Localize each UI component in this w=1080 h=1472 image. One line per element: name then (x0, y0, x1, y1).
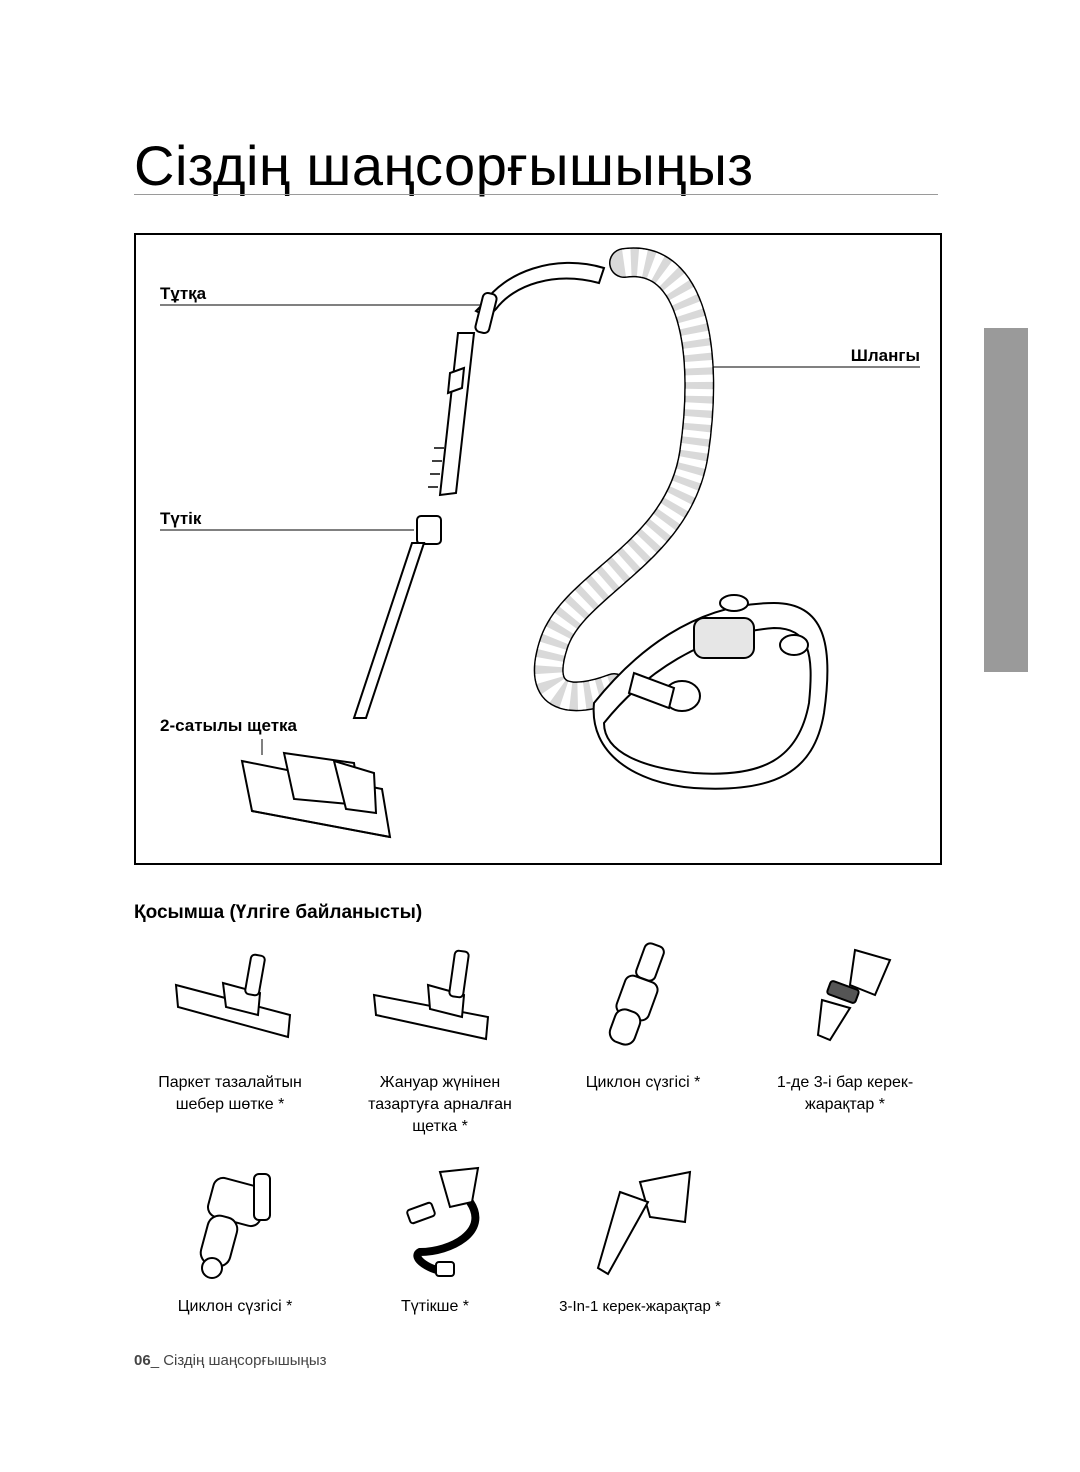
vacuum-cleaner-illustration: Тұтқа Шлангы Түтік 2-сатылы щетка (160, 247, 920, 839)
accessory-caption-three-in-one: 1-де 3-і бар керек- жарақтар * (750, 1072, 940, 1116)
caption-line: шебер шөтке * (175, 1096, 285, 1113)
page-title: Сіздің шаңсорғышыңыз (134, 134, 754, 197)
accessory-caption-parquet-brush: Паркет тазалайтын шебер шөтке * (130, 1072, 330, 1116)
cyclone-filter-icon (608, 942, 665, 1046)
canister-body-icon (592, 594, 829, 790)
callout-leader-lines (160, 304, 920, 755)
vacuum-diagram-frame (134, 233, 942, 865)
footer-section-title: Сіздің шаңсорғышыңыз (163, 1352, 327, 1369)
accessories-heading: Қосымша (Үлгіге байланысты) (134, 902, 423, 923)
pipe-slider-marks (428, 447, 444, 488)
brush-label: 2-сатылы щетка (160, 716, 298, 735)
pipe-icon (352, 261, 606, 719)
caption-line: Түтікше * (400, 1298, 470, 1315)
page-footer: 06_ Сіздің шаңсорғышыңыз (134, 1352, 326, 1369)
short-hose-icon (406, 1166, 480, 1277)
caption-line: щетка * (412, 1118, 468, 1135)
accessory-caption-cyclone-filter-2: Циклон сүзгісі * (140, 1296, 330, 1318)
three-in-one-tool-2-icon (596, 1170, 692, 1276)
handle-label: Тұтқа (160, 284, 207, 303)
parquet-brush-icon (174, 953, 292, 1039)
hose-icon (533, 247, 715, 712)
title-divider (134, 194, 938, 195)
three-in-one-tool-icon (816, 948, 892, 1042)
accessory-caption-cyclone-filter: Циклон сүзгісі * (548, 1072, 738, 1094)
footer-separator: _ (150, 1352, 164, 1369)
accessory-caption-three-in-one-2: 3-In-1 керек-жарақтар * (530, 1296, 750, 1318)
caption-line: жарақтар * (804, 1096, 885, 1113)
caption-line: Циклон сүзгісі * (177, 1298, 293, 1315)
section-side-tab (984, 328, 1028, 672)
caption-line: Циклон сүзгісі * (585, 1074, 701, 1091)
pet-hair-brush-icon (372, 949, 490, 1041)
caption-line: 1-де 3-і бар керек- (776, 1074, 914, 1091)
accessory-caption-short-hose: Түтікше * (350, 1296, 520, 1318)
floor-brush-icon (240, 751, 392, 839)
page-number: 06 (134, 1352, 151, 1369)
cyclone-filter-2-icon (199, 1173, 271, 1279)
accessory-caption-pet-brush: Жануар жүнінен тазартуға арналған щетка … (340, 1072, 540, 1138)
hose-label: Шлангы (851, 346, 920, 365)
caption-line: тазартуға арналған (368, 1096, 512, 1113)
caption-line: Жануар жүнінен (379, 1074, 501, 1091)
pipe-label: Түтік (160, 509, 202, 528)
caption-line: 3-In-1 керек-жарақтар * (559, 1298, 721, 1315)
caption-line: Паркет тазалайтын (158, 1074, 302, 1091)
